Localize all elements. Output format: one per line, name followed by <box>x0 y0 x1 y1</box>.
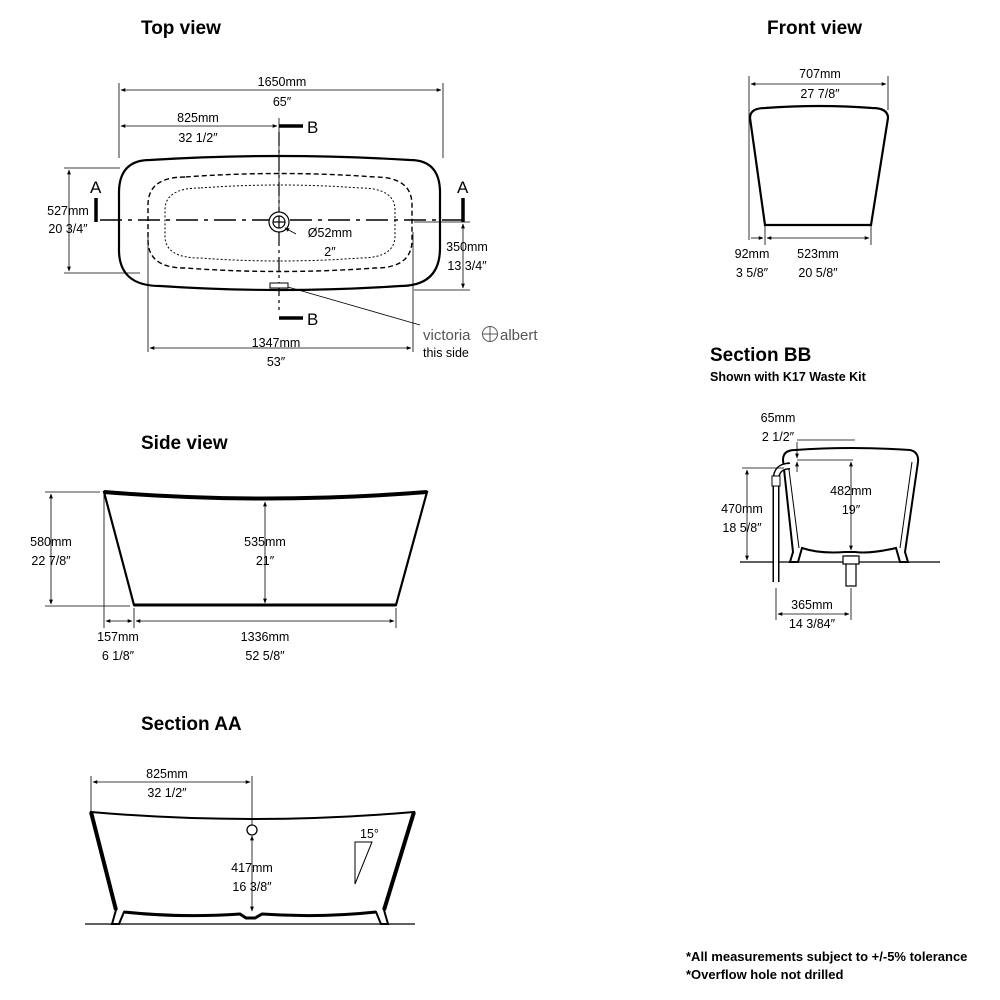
logo-side-note: this side <box>423 346 469 360</box>
half-length-in: 32 1/2″ <box>178 131 218 145</box>
side-inner-height-in: 21″ <box>256 554 275 568</box>
victoria-albert-logo: victoria albert <box>423 326 538 344</box>
side-view-title: Side view <box>141 433 228 454</box>
top-view-title: Top view <box>141 18 221 39</box>
side-height-mm: 580mm <box>30 535 72 549</box>
front-top-width-mm: 707mm <box>799 67 841 81</box>
aa-half-length-in: 32 1/2″ <box>147 786 187 800</box>
inner-length-mm: 1347mm <box>252 336 301 350</box>
overflow-note: *Overflow hole not drilled <box>686 967 844 982</box>
width-mm: 527mm <box>47 204 89 218</box>
front-view: Front view 707mm 27 7/8″ 92mm 3 5/8″ 523… <box>735 18 890 280</box>
aa-half-length-mm: 825mm <box>146 767 188 781</box>
section-a-right-label: A <box>457 178 469 197</box>
bb-height-mm: 470mm <box>721 502 763 516</box>
side-base-length-mm: 1336mm <box>241 630 290 644</box>
angle-label: 15° <box>360 827 379 841</box>
width-in: 20 3/4″ <box>48 222 88 236</box>
section-a-left-label: A <box>90 178 102 197</box>
svg-text:albert: albert <box>500 327 538 344</box>
bb-height-in: 18 5/8″ <box>722 521 762 535</box>
section-bb-subtitle: Shown with K17 Waste Kit <box>710 370 867 384</box>
section-bb-title: Section BB <box>710 345 811 366</box>
svg-text:victoria: victoria <box>423 327 471 344</box>
side-base-length-in: 52 5/8″ <box>245 649 285 663</box>
side-height-in: 22 7/8″ <box>31 554 71 568</box>
bb-depth-mm: 482mm <box>830 484 872 498</box>
section-b-bottom-label: B <box>307 310 318 329</box>
section-aa: Section AA 15° 825mm 32 1/2″ 417mm 16 3/… <box>85 714 416 925</box>
tolerance-note: *All measurements subject to +/-5% toler… <box>686 949 967 964</box>
aa-depth-mm: 417mm <box>231 861 273 875</box>
side-offset-in: 6 1/8″ <box>102 649 135 663</box>
side-view: Side view 580mm 22 7/8″ 535mm 21″ 157mm … <box>30 433 429 663</box>
section-aa-title: Section AA <box>141 714 242 735</box>
section-bb: Section BB Shown with K17 Waste Kit 65mm… <box>710 345 940 631</box>
inner-width-in: 13 3/4″ <box>447 259 487 273</box>
inner-width-mm: 350mm <box>446 240 488 254</box>
front-offset-in: 3 5/8″ <box>736 266 769 280</box>
front-base-width-mm: 523mm <box>797 247 839 261</box>
top-view: Top view A A B B <box>47 18 538 369</box>
front-base-width-in: 20 5/8″ <box>798 266 838 280</box>
section-b-top-label: B <box>307 118 318 137</box>
overall-length-mm: 1650mm <box>258 75 307 89</box>
bb-depth-in: 19″ <box>842 503 861 517</box>
front-top-width-in: 27 7/8″ <box>800 87 840 101</box>
inner-length-in: 53″ <box>267 355 286 369</box>
rim-mm: 65mm <box>761 411 796 425</box>
waste-diameter-mm: Ø52mm <box>308 226 352 240</box>
half-length-mm: 825mm <box>177 111 219 125</box>
waste-icon <box>268 211 290 233</box>
side-inner-height-mm: 535mm <box>244 535 286 549</box>
front-view-title: Front view <box>767 18 862 39</box>
waste-offset-mm: 365mm <box>791 598 833 612</box>
front-offset-mm: 92mm <box>735 247 770 261</box>
waste-offset-in: 14 3/84″ <box>789 617 836 631</box>
overall-length-in: 65″ <box>273 95 292 109</box>
aa-depth-in: 16 3/8″ <box>232 880 272 894</box>
footnotes: *All measurements subject to +/-5% toler… <box>686 949 967 982</box>
waste-diameter-in: 2″ <box>324 245 336 259</box>
rim-in: 2 1/2″ <box>762 430 795 444</box>
side-offset-mm: 157mm <box>97 630 139 644</box>
